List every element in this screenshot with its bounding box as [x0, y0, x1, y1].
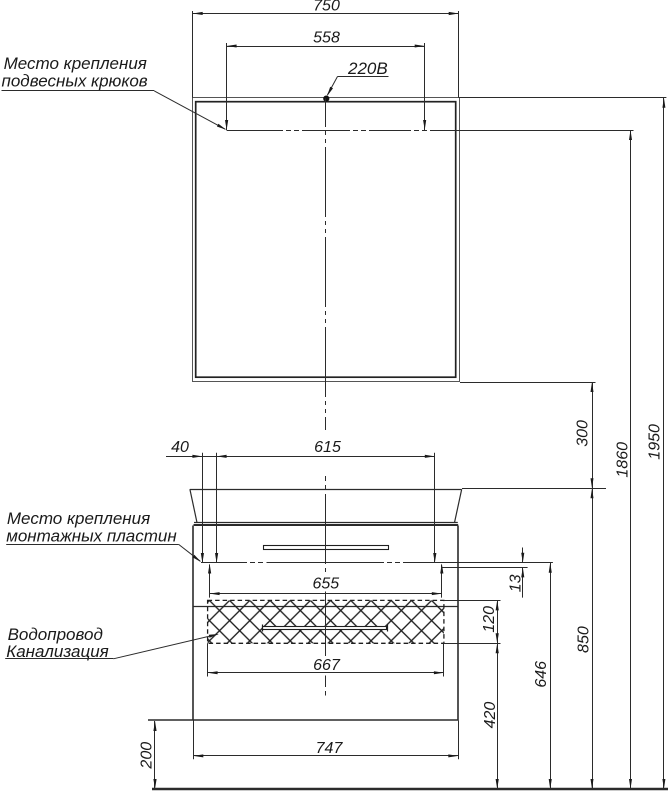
svg-text:655: 655	[312, 576, 339, 593]
svg-text:40: 40	[171, 439, 189, 456]
svg-text:200: 200	[139, 742, 156, 770]
svg-text:Место крепления: Место крепления	[7, 509, 150, 528]
svg-text:Водопровод: Водопровод	[8, 625, 103, 644]
svg-text:1860: 1860	[615, 442, 632, 478]
svg-text:120: 120	[481, 606, 498, 633]
svg-text:Канализация: Канализация	[6, 642, 109, 661]
svg-text:1950: 1950	[647, 424, 664, 460]
svg-text:220В: 220В	[347, 59, 388, 78]
svg-text:750: 750	[313, 0, 340, 15]
svg-text:615: 615	[314, 439, 341, 456]
svg-text:420: 420	[482, 702, 499, 729]
svg-text:667: 667	[313, 657, 341, 674]
svg-text:646: 646	[533, 661, 550, 688]
svg-text:850: 850	[575, 626, 592, 653]
svg-text:13: 13	[508, 574, 525, 592]
svg-text:Место крепления: Место крепления	[4, 54, 147, 73]
svg-text:подвесных крюков: подвесных крюков	[2, 72, 148, 91]
svg-text:монтажных пластин: монтажных пластин	[6, 526, 177, 545]
svg-text:747: 747	[316, 740, 344, 757]
svg-text:300: 300	[574, 420, 591, 447]
svg-text:558: 558	[313, 30, 340, 47]
